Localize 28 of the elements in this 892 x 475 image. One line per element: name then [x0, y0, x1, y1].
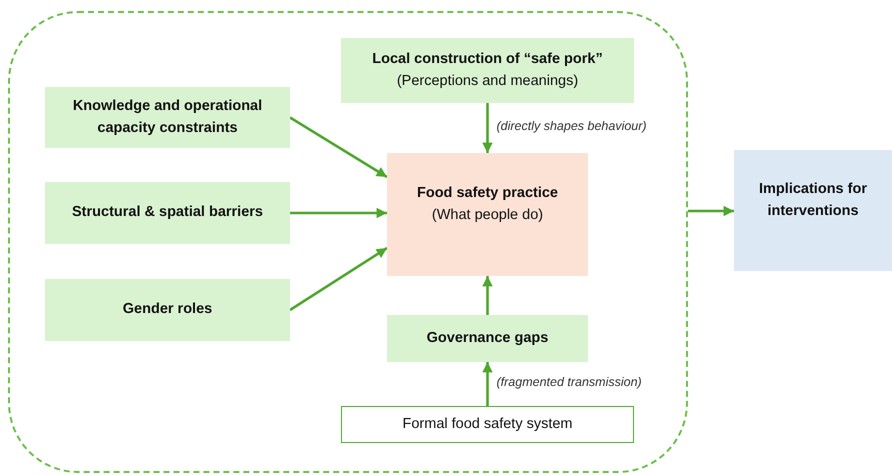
- arrow: [290, 208, 387, 218]
- arrow: [289, 116, 388, 178]
- factor-box: [387, 315, 588, 362]
- factor-box: [45, 279, 290, 341]
- factor-box: [45, 182, 290, 244]
- node-subtitle: (Perceptions and meanings): [396, 72, 578, 90]
- node-title: Local construction of “safe pork”: [372, 50, 603, 69]
- node-title: Structural & spatial barriers: [72, 203, 263, 222]
- edge-label: (fragmented transmission): [496, 375, 642, 389]
- node-title: Formal food safety system: [402, 414, 573, 434]
- node-title: Implications for interventions: [758, 180, 868, 220]
- edge-label: (directly shapes behaviour): [496, 119, 647, 133]
- dashed-group-frame: [8, 11, 688, 473]
- factor-box: [341, 38, 634, 103]
- factor-box: [45, 87, 290, 148]
- arrow: [482, 276, 493, 315]
- system-box: [341, 406, 634, 443]
- arrow: [289, 246, 388, 312]
- practice-box: [387, 153, 588, 276]
- arrow: [688, 206, 734, 216]
- node-title: Gender roles: [122, 300, 212, 320]
- node-subtitle: (What people do): [432, 206, 544, 224]
- arrow: [482, 362, 493, 406]
- node-title: Governance gaps: [426, 328, 548, 348]
- node-title: Food safety practice: [416, 184, 558, 203]
- node-title: Knowledge and operational capacity constraints: [72, 96, 264, 138]
- arrow: [482, 103, 493, 153]
- outcome-box: [734, 150, 892, 271]
